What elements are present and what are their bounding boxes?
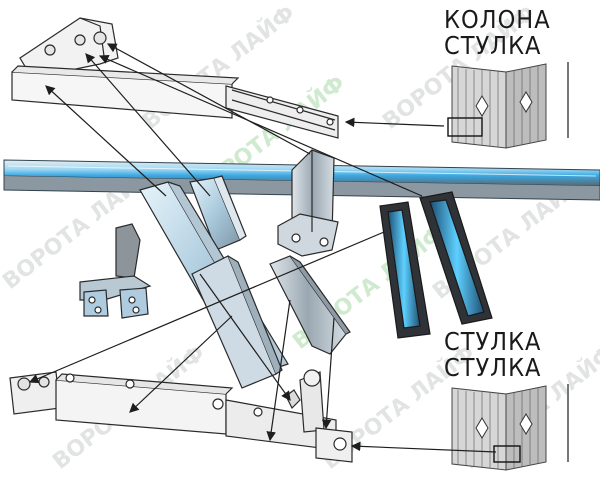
small-hole-bracket (79, 223, 152, 319)
small-channel-bracket (189, 175, 247, 251)
top-label-line2: СТУЛКА (444, 31, 542, 60)
pointer-arrow (266, 299, 291, 442)
bottom-label-line1: СТУЛКА (444, 327, 542, 356)
pointer-arrow (199, 273, 291, 401)
top-hinge-slider (225, 85, 339, 139)
dark-profile-left (379, 201, 431, 339)
pointer-arrow (106, 43, 311, 155)
top-gate-photo (447, 62, 569, 149)
upright-mount-bracket (277, 149, 339, 257)
bottom-hinge-assembly (9, 369, 353, 463)
bottom-gate-photo (451, 384, 569, 471)
pointer-arrow (98, 54, 423, 197)
pointer-arrow (28, 231, 385, 384)
top-label-line1: КОЛОНА (444, 5, 551, 34)
dark-profile-right (419, 191, 493, 325)
pointer-arrow (321, 317, 335, 430)
pointer-arrow (129, 315, 233, 413)
pointer-arrow (350, 441, 497, 453)
pointer-arrow (85, 53, 211, 197)
angled-channel-bracket (191, 255, 283, 389)
bottom-gate-detail-box (493, 445, 521, 463)
pointer-arrow (344, 117, 445, 128)
top-hinge-assembly (11, 17, 339, 139)
pointer-arrows (28, 43, 497, 453)
pointer-arrow (45, 85, 167, 197)
bottom-hinge-left-end (9, 371, 61, 415)
bent-mount-bracket (269, 255, 351, 355)
top-gate-detail-box (447, 117, 483, 137)
bottom-label-line2: СТУЛКА (444, 353, 542, 382)
